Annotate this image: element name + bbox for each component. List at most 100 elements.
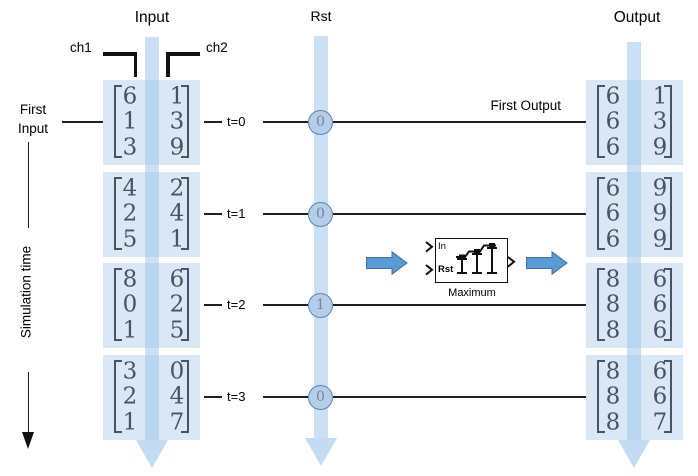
matrix-value: 1 — [122, 317, 138, 343]
matrix-value: 0 — [169, 358, 185, 384]
rst-value-circle: 0 — [308, 201, 333, 227]
rst-to-output-line — [333, 213, 586, 215]
time-step-label: t=1 — [227, 206, 246, 221]
matrix-value: 5 — [122, 226, 138, 252]
matrix-value: 8 — [605, 409, 621, 435]
right-bracket-icon — [181, 359, 189, 433]
input-column-title: Input — [134, 9, 170, 26]
matrix-value: 7 — [652, 409, 668, 435]
matrix-value: 6 — [605, 83, 621, 109]
ch2-label: ch2 — [206, 40, 228, 55]
ch2-callout-line — [166, 52, 170, 77]
input-time-band — [144, 37, 159, 440]
tlabel-to-rst-line — [263, 121, 308, 123]
rst-port-chevron-icon — [425, 264, 434, 276]
matrix-value: 4 — [169, 383, 185, 410]
simulation-time-axis-line — [27, 372, 30, 434]
matrix-value: 9 — [652, 134, 668, 160]
output-time-band-arrowhead-icon — [618, 440, 650, 468]
right-bracket-icon — [181, 267, 189, 341]
maximum-block-caption: Maximum — [448, 287, 496, 299]
matrix-value: 6 — [652, 358, 668, 384]
rst-value-circle: 0 — [308, 109, 333, 135]
matrix-value: 3 — [652, 108, 668, 135]
input-to-tlabel-line — [204, 304, 222, 306]
simulation-time-label: Simulation time — [18, 245, 34, 339]
ch1-callout-line — [133, 52, 137, 77]
matrix-value: 6 — [652, 291, 668, 318]
right-bracket-icon — [664, 359, 672, 433]
rst-value: 0 — [316, 114, 325, 130]
maximum-block-icon — [456, 243, 497, 274]
matrix-value: 6 — [605, 134, 621, 160]
matrix-value: 3 — [122, 358, 138, 384]
left-bracket-icon — [597, 84, 605, 158]
matrix-value: 1 — [122, 108, 138, 135]
ch2-callout-line — [166, 52, 200, 56]
matrix-value: 6 — [605, 108, 621, 135]
ch1-callout-line — [103, 52, 137, 56]
left-bracket-icon — [114, 267, 122, 341]
rst-column-title: Rst — [310, 8, 332, 24]
matrix-value: 2 — [169, 175, 185, 201]
matrix-value: 6 — [122, 83, 138, 109]
tlabel-to-rst-line — [263, 213, 308, 215]
matrix-value: 6 — [652, 266, 668, 292]
matrix-value: 8 — [122, 266, 138, 292]
first-input-leader-line — [62, 121, 103, 123]
matrix-value: 6 — [605, 226, 621, 252]
matrix-value: 8 — [605, 266, 621, 292]
matrix-value: 3 — [169, 108, 185, 135]
left-bracket-icon — [114, 359, 122, 433]
left-bracket-icon — [597, 176, 605, 250]
matrix-value: 5 — [169, 317, 185, 343]
matrix-value: 4 — [122, 175, 138, 201]
matrix-value: 4 — [169, 200, 185, 227]
time-step-label: t=3 — [227, 389, 246, 404]
matrix-value: 2 — [122, 200, 138, 227]
matrix-value: 0 — [122, 291, 138, 318]
input-to-tlabel-line — [204, 121, 222, 123]
matrix-value: 1 — [652, 83, 668, 109]
time-step-label: t=2 — [227, 297, 246, 312]
first-output-label: First Output — [490, 98, 561, 113]
right-bracket-icon — [181, 84, 189, 158]
out-port-chevron-icon — [506, 256, 516, 268]
rst-value-circle: 0 — [308, 384, 333, 410]
rst-time-band — [313, 36, 328, 438]
time-step-label: t=0 — [227, 114, 246, 129]
in-port-chevron-icon — [425, 241, 434, 253]
rst-value: 0 — [316, 206, 325, 222]
simulation-time-axis-line — [27, 142, 30, 228]
matrix-value: 6 — [605, 200, 621, 227]
matrix-value: 8 — [605, 358, 621, 384]
rst-to-output-line — [333, 304, 586, 306]
rst-port-label: Rst — [438, 264, 454, 275]
left-bracket-icon — [597, 359, 605, 433]
matrix-value: 6 — [169, 266, 185, 292]
ch1-label: ch1 — [70, 40, 92, 55]
rst-value: 1 — [316, 297, 325, 313]
rst-to-output-line — [333, 396, 586, 398]
input-to-tlabel-line — [204, 396, 222, 398]
matrix-value: 1 — [169, 226, 185, 252]
matrix-value: 1 — [169, 83, 185, 109]
matrix-value: 2 — [169, 291, 185, 318]
rst-value: 0 — [316, 389, 325, 405]
rst-to-output-line — [333, 121, 586, 123]
rst-value-circle: 1 — [308, 292, 333, 318]
tlabel-to-rst-line — [263, 396, 308, 398]
matrix-value: 7 — [169, 409, 185, 435]
matrix-value: 3 — [122, 134, 138, 160]
output-column-title: Output — [613, 9, 661, 26]
matrix-value: 8 — [605, 291, 621, 318]
output-time-band — [627, 42, 641, 440]
flow-arrow-left-icon — [366, 251, 408, 275]
simulation-time-arrowhead-icon — [21, 432, 34, 449]
matrix-value: 9 — [652, 200, 668, 227]
matrix-value: 6 — [652, 317, 668, 343]
left-bracket-icon — [114, 84, 122, 158]
right-bracket-icon — [664, 267, 672, 341]
